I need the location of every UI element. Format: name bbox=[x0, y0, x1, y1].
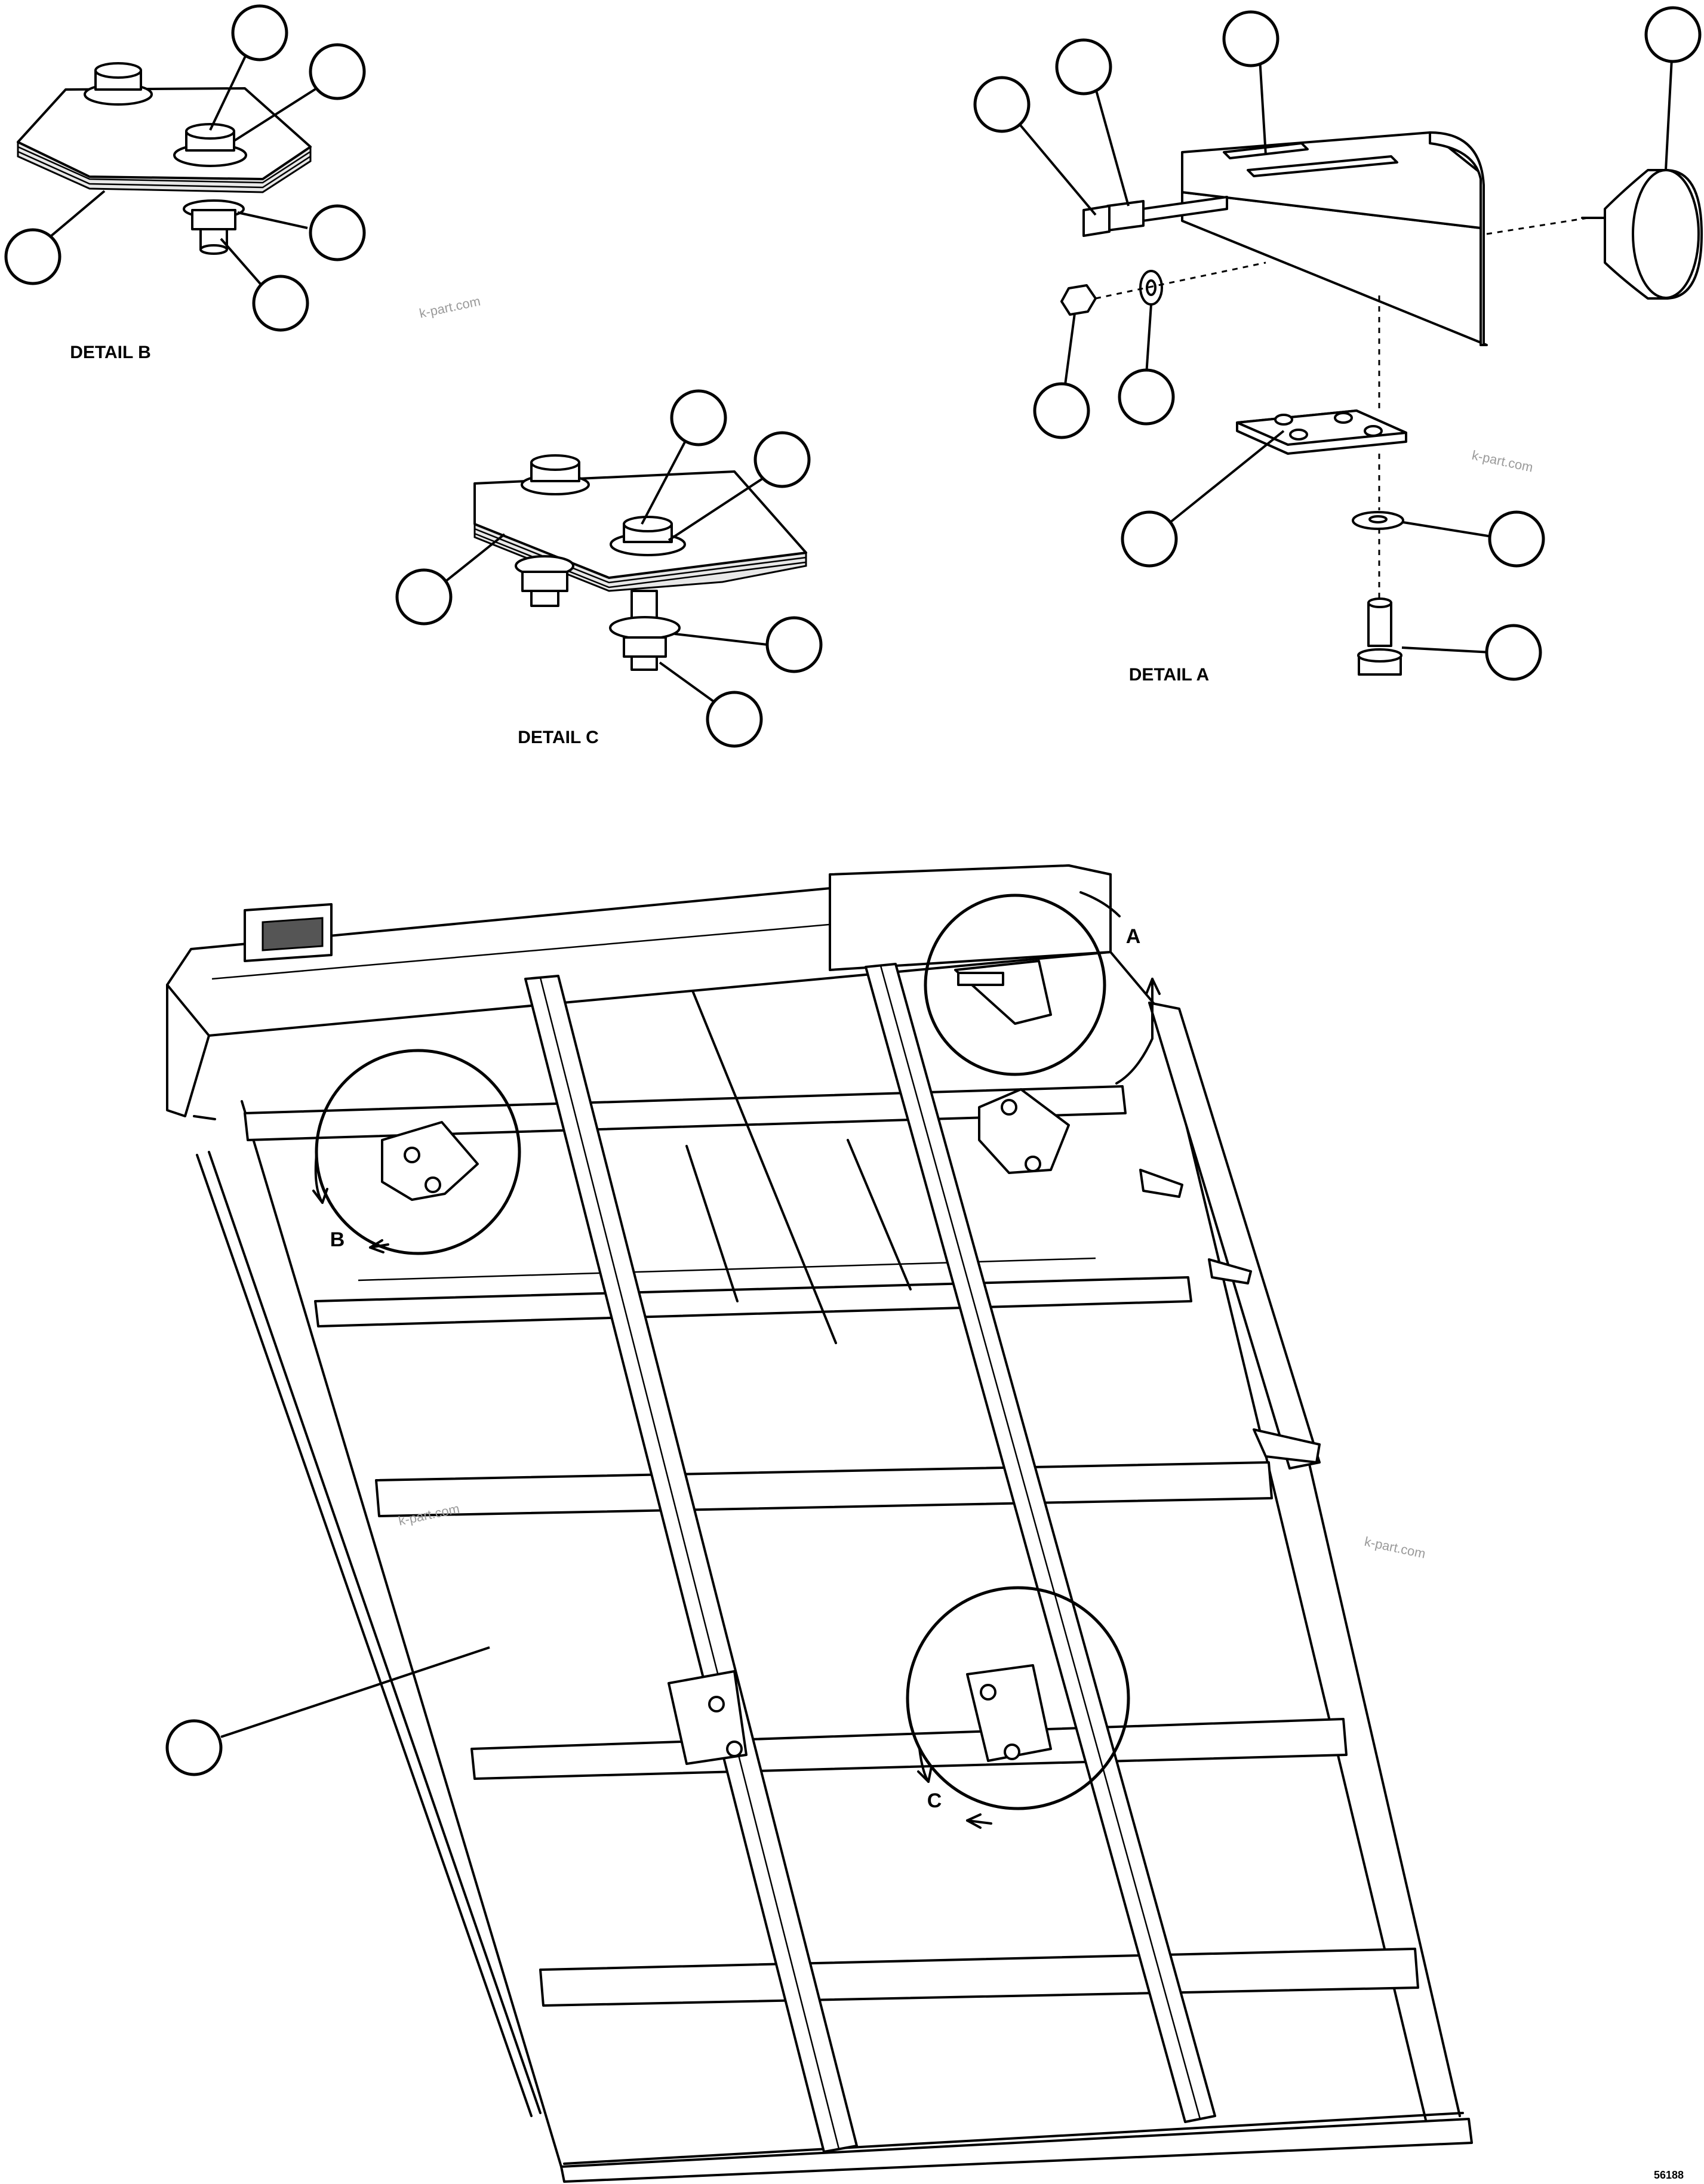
detail-c-upper-bolt-left bbox=[521, 454, 590, 495]
detail-a-nut-washer bbox=[1060, 270, 1163, 316]
view-marker-b: B bbox=[330, 1228, 345, 1251]
detail-a-bracket bbox=[1181, 131, 1488, 346]
watermark-1: k-part.com bbox=[418, 294, 482, 321]
detail-a-adjust-bolt bbox=[1082, 196, 1228, 237]
detail-c-upper-bolt-right bbox=[610, 516, 686, 556]
main-assembly: A B C bbox=[165, 864, 1473, 2183]
detail-b-callouts bbox=[4, 4, 366, 332]
detail-c-title: DETAIL C bbox=[518, 728, 599, 747]
detail-c-lower-nut-right bbox=[609, 590, 681, 671]
detail-b: DETAIL B bbox=[4, 4, 366, 362]
detail-a-bumper bbox=[1581, 169, 1703, 300]
detail-b-upper-bolt-left bbox=[84, 62, 153, 106]
detail-c-lower-nut-left bbox=[515, 555, 574, 607]
detail-b-upper-bolt-right bbox=[173, 123, 247, 167]
mount-plate-lower-right bbox=[966, 1664, 1052, 1762]
detail-b-lower-nut bbox=[183, 199, 245, 255]
frame-top-channel bbox=[166, 864, 1112, 1120]
detail-c: DETAIL C bbox=[395, 389, 823, 748]
detail-a-lower-washer bbox=[1352, 511, 1404, 530]
detail-a: DETAIL A bbox=[973, 6, 1703, 685]
watermark-2: k-part.com bbox=[1471, 448, 1534, 475]
detail-a-title: DETAIL A bbox=[1129, 665, 1209, 685]
side-gussets bbox=[1139, 1169, 1321, 1464]
mount-plate-top-right bbox=[978, 1088, 1070, 1174]
detail-a-view-circle bbox=[924, 891, 1161, 1085]
detail-b-title: DETAIL B bbox=[70, 343, 151, 362]
view-marker-a: A bbox=[1126, 925, 1141, 948]
detail-a-dash-lines bbox=[1095, 217, 1589, 600]
detail-a-lower-bolt bbox=[1357, 597, 1402, 676]
detail-a-base-plate bbox=[1236, 409, 1407, 455]
watermark-4: k-part.com bbox=[1363, 1534, 1427, 1561]
detail-a-callouts bbox=[973, 6, 1702, 681]
detail-b-plate bbox=[17, 87, 312, 193]
view-marker-c: C bbox=[927, 1789, 942, 1812]
mount-plate-lower-left bbox=[668, 1670, 748, 1765]
detail-c-view-circle bbox=[906, 1586, 1130, 1829]
main-callout bbox=[165, 1646, 490, 1776]
detail-c-callouts bbox=[395, 389, 823, 748]
frame-outer-rails bbox=[196, 951, 1473, 2183]
drawing-number: 56188 bbox=[1654, 2169, 1684, 2181]
frame-longitudinal-rails bbox=[524, 963, 1216, 2153]
detail-b-view-circle bbox=[312, 1049, 521, 1255]
mount-plate-top-left bbox=[381, 1121, 479, 1201]
